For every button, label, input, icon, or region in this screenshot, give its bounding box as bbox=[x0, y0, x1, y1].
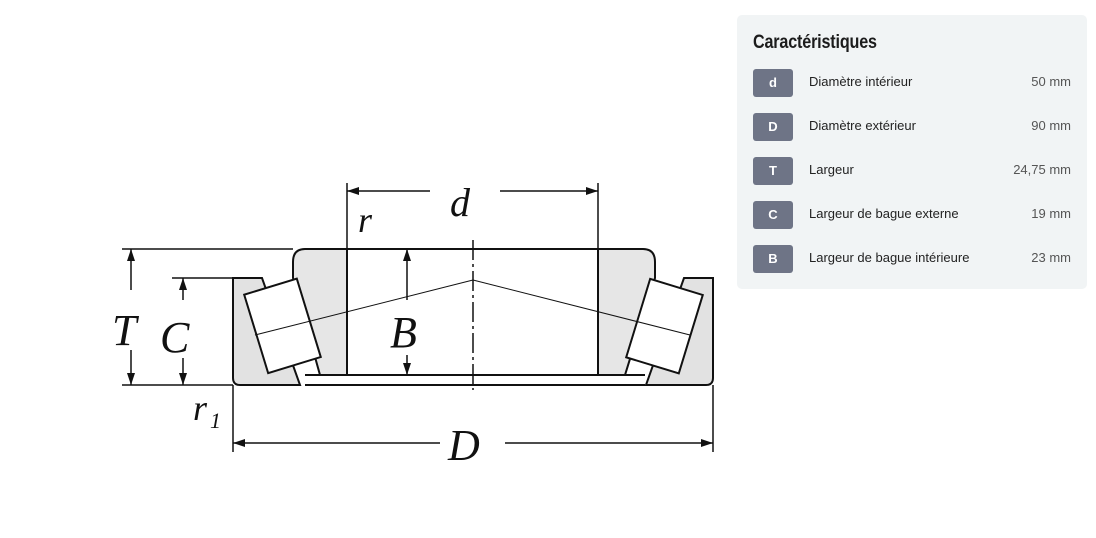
label-B: B bbox=[390, 308, 417, 357]
spec-badge: d bbox=[753, 69, 793, 97]
panel-title: Caractéristiques bbox=[753, 32, 877, 53]
roller-right bbox=[624, 277, 705, 375]
label-C: C bbox=[160, 313, 190, 362]
label-r: r bbox=[358, 200, 373, 240]
spec-badge: C bbox=[753, 201, 793, 229]
spec-label: Largeur de bague intérieure bbox=[809, 250, 970, 265]
bearing-diagram: d r T C B r 1 D bbox=[112, 180, 714, 470]
spec-label: Diamètre intérieur bbox=[809, 74, 913, 89]
label-r1-subscript: 1 bbox=[210, 408, 221, 433]
spec-row-T: T Largeur 24,75 mm bbox=[753, 157, 1071, 185]
roller-left bbox=[242, 277, 323, 375]
spec-row-C: C Largeur de bague externe 19 mm bbox=[753, 201, 1071, 229]
spec-badge: T bbox=[753, 157, 793, 185]
spec-badge: B bbox=[753, 245, 793, 273]
spec-value: 24,75 mm bbox=[1013, 162, 1071, 177]
spec-value: 19 mm bbox=[1031, 206, 1071, 221]
label-r1: r bbox=[193, 388, 208, 428]
spec-value: 90 mm bbox=[1031, 118, 1071, 133]
characteristics-panel: Caractéristiques d Diamètre intérieur 50… bbox=[737, 15, 1087, 289]
spec-label: Largeur de bague externe bbox=[809, 206, 959, 221]
spec-value: 50 mm bbox=[1031, 74, 1071, 89]
spec-value: 23 mm bbox=[1031, 250, 1071, 265]
spec-row-d: d Diamètre intérieur 50 mm bbox=[753, 69, 1071, 97]
label-d: d bbox=[450, 180, 471, 225]
spec-label: Diamètre extérieur bbox=[809, 118, 916, 133]
label-D: D bbox=[447, 421, 480, 470]
spec-badge: D bbox=[753, 113, 793, 141]
spec-label: Largeur bbox=[809, 162, 854, 177]
spec-row-B: B Largeur de bague intérieure 23 mm bbox=[753, 245, 1071, 273]
spec-row-D: D Diamètre extérieur 90 mm bbox=[753, 113, 1071, 141]
label-T: T bbox=[112, 306, 140, 355]
